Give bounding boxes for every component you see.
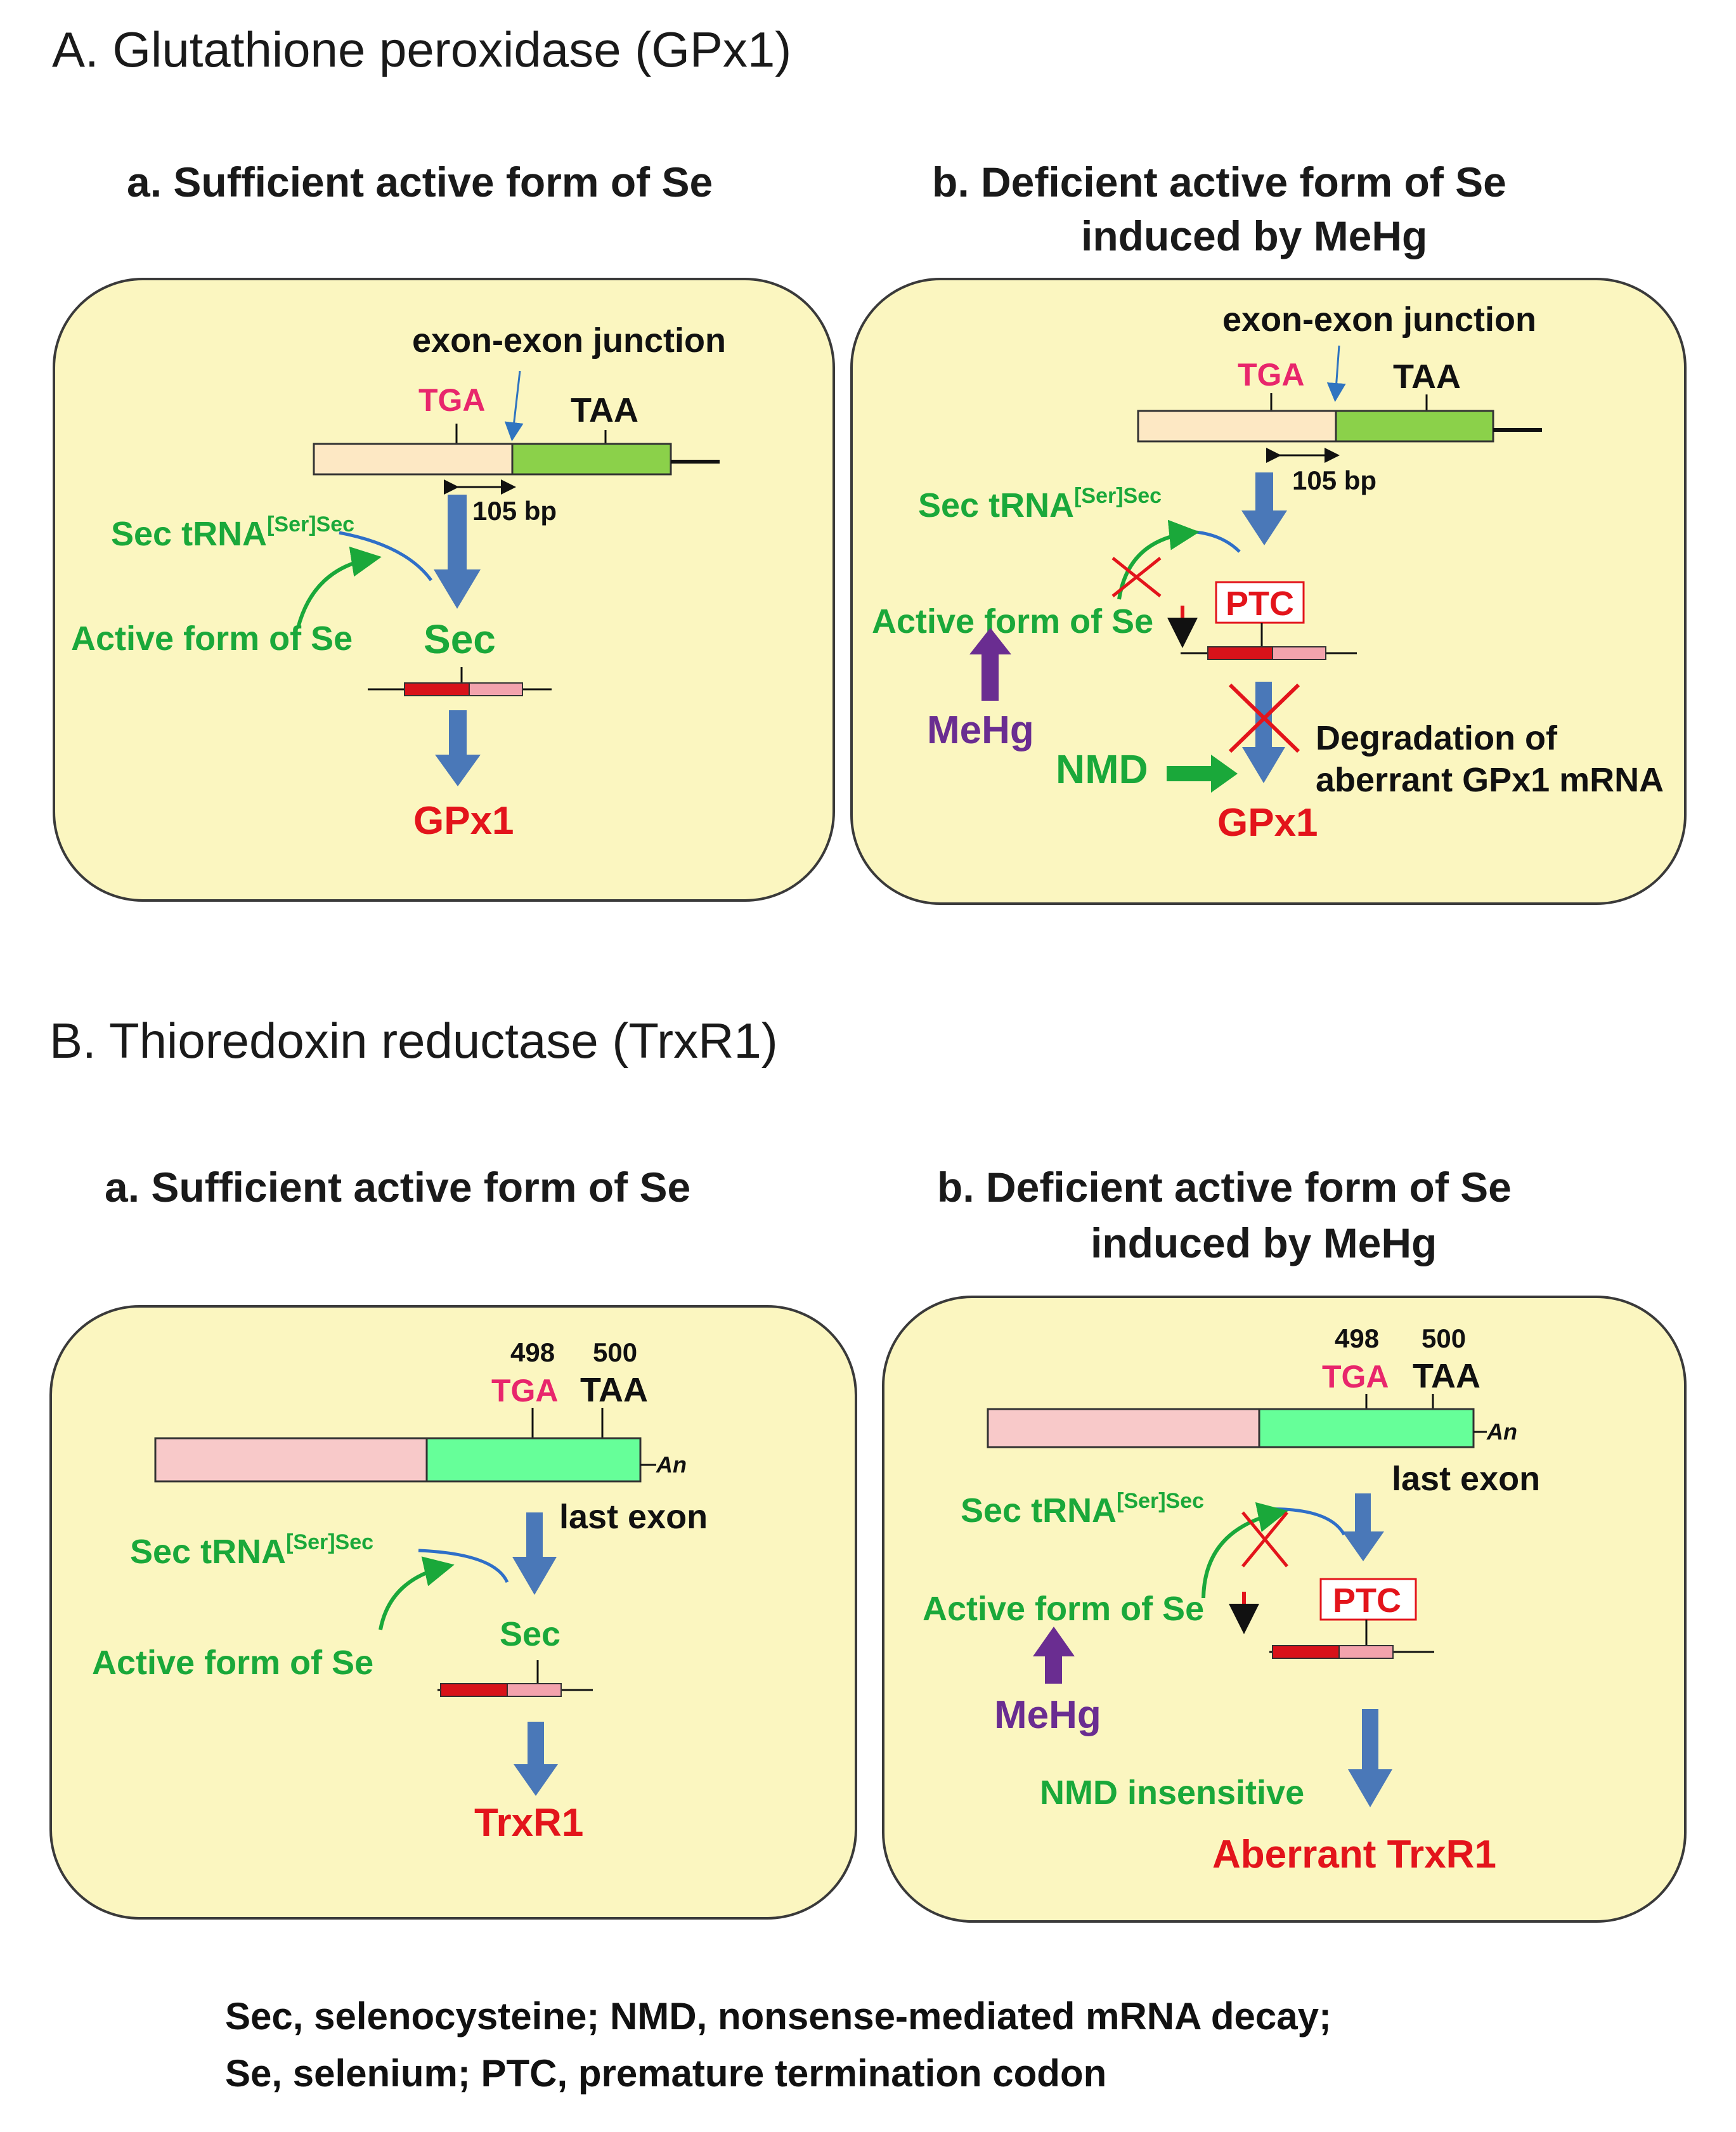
panel-ab-ptc: PTC bbox=[1226, 585, 1294, 623]
panel-aa-down-arrow-1 bbox=[434, 495, 481, 609]
panel-ab-exon1 bbox=[1137, 410, 1337, 443]
panel-aa-title: a. Sufficient active form of Se bbox=[127, 159, 713, 205]
panel-bb-pos498: 498 bbox=[1335, 1323, 1379, 1353]
panel-ab-title-line1: b. Deficient active form of Se bbox=[932, 159, 1506, 205]
panel-ab-bp-label: 105 bp bbox=[1292, 465, 1376, 495]
panel-ab-down-arrow-2 bbox=[1242, 682, 1285, 783]
panel-aa-mrna-pink bbox=[469, 682, 523, 696]
panel-ab-tga: TGA bbox=[1238, 357, 1305, 393]
panel-ab-exon2 bbox=[1335, 410, 1494, 443]
panel-ab-down-arrow-1 bbox=[1241, 472, 1287, 545]
panel-ab-sec-trna: Sec tRNA[Ser]Sec bbox=[918, 484, 1162, 524]
panel-aa-bp-label: 105 bp bbox=[472, 496, 557, 526]
panel-ba-polya: An bbox=[656, 1452, 687, 1478]
panel-bb-active-se: Active form of Se bbox=[923, 1590, 1204, 1628]
panel-aa-product: GPx1 bbox=[413, 799, 514, 843]
panel-bb bbox=[882, 1296, 1687, 1923]
panel-ba-tga: TGA bbox=[491, 1373, 559, 1408]
panel-aa-trna-curve bbox=[339, 531, 433, 582]
panel-ba-active-se: Active form of Se bbox=[92, 1644, 373, 1682]
panel-bb-down-arrow-2 bbox=[1348, 1709, 1392, 1807]
panel-ab-mehg-arrow bbox=[969, 628, 1011, 701]
panel-aa bbox=[53, 278, 835, 902]
panel-ab-se-arrow bbox=[1117, 519, 1200, 600]
panel-ba-pos500: 500 bbox=[593, 1337, 637, 1367]
panel-ba-pos498: 498 bbox=[510, 1337, 555, 1367]
panel-ab-mrna-pink bbox=[1272, 646, 1326, 660]
panel-bb-title-line1: b. Deficient active form of Se bbox=[937, 1164, 1512, 1211]
panel-ab-active-se: Active form of Se bbox=[872, 602, 1153, 640]
panel-ab-cross-2b bbox=[1228, 683, 1300, 753]
panel-bb-exon1 bbox=[987, 1408, 1260, 1448]
panel-aa-taa: TAA bbox=[571, 391, 638, 429]
panel-bb-taa: TAA bbox=[1413, 1357, 1480, 1395]
panel-bb-sec-trna: Sec tRNA[Ser]Sec bbox=[961, 1489, 1204, 1530]
panel-aa-junction-label: exon-exon junction bbox=[412, 322, 726, 360]
panel-bb-se-arrow bbox=[1202, 1502, 1288, 1599]
panel-bb-polya: An bbox=[1486, 1419, 1517, 1445]
panel-ba-last-exon: last exon bbox=[559, 1498, 708, 1536]
panel-ba-sec: Sec bbox=[500, 1615, 560, 1653]
panel-ab-taa: TAA bbox=[1393, 358, 1461, 396]
panel-ba-trna-curve bbox=[418, 1549, 509, 1583]
panel-aa-exon2 bbox=[511, 443, 672, 476]
panel-bb-mrna-pink bbox=[1338, 1645, 1394, 1659]
panel-aa-se-arrow bbox=[296, 546, 382, 628]
panel-ba-product: TrxR1 bbox=[474, 1801, 583, 1845]
panel-aa-tga: TGA bbox=[418, 382, 486, 418]
panel-ba-sec-trna: Sec tRNA[Ser]Sec bbox=[130, 1530, 373, 1571]
panel-aa-mrna-red bbox=[404, 682, 470, 696]
panel-bb-last-exon: last exon bbox=[1392, 1460, 1540, 1498]
panel-ba-down-arrow-2 bbox=[514, 1722, 558, 1796]
panel-ba-taa: TAA bbox=[580, 1371, 648, 1409]
panel-aa-active-se: Active form of Se bbox=[71, 620, 353, 658]
panel-ab-product: GPx1 bbox=[1217, 801, 1318, 845]
panel-ab-junction-label: exon-exon junction bbox=[1222, 301, 1536, 339]
panel-ba-title: a. Sufficient active form of Se bbox=[105, 1164, 690, 1211]
panel-aa-junction-arrow bbox=[504, 370, 524, 441]
panel-bb-mehg: MeHg bbox=[994, 1693, 1101, 1737]
panel-bb-down-arrow-1 bbox=[1342, 1493, 1384, 1561]
panel-ab-ptc-box bbox=[1215, 581, 1305, 624]
panel-ba-down-arrow-1 bbox=[512, 1512, 557, 1595]
panel-bb-mrna-red bbox=[1272, 1645, 1340, 1659]
panel-ba-se-arrow bbox=[379, 1556, 455, 1630]
panel-ab-mrna-red bbox=[1207, 646, 1273, 660]
panel-aa-down-arrow-2 bbox=[435, 710, 481, 786]
panel-ba-mrna-red bbox=[440, 1683, 508, 1697]
panel-bb-ptc: PTC bbox=[1333, 1582, 1401, 1620]
panel-bb-cross-b bbox=[1241, 1511, 1288, 1568]
panel-bb-product: Aberrant TrxR1 bbox=[1212, 1833, 1496, 1876]
panel-ba-last-exon-box bbox=[425, 1437, 642, 1483]
panel-bb-title-line2: induced by MeHg bbox=[1091, 1219, 1437, 1266]
panel-ab-nmd-arrow bbox=[1167, 755, 1238, 793]
panel-ab-cross-1b bbox=[1111, 557, 1162, 597]
panel-aa-sec-trna: Sec tRNA[Ser]Sec bbox=[111, 512, 354, 553]
panel-ba-exon1 bbox=[154, 1437, 428, 1483]
panel-aa-exon1 bbox=[313, 443, 514, 476]
panel-ba-mrna-pink bbox=[507, 1683, 562, 1697]
panel-ab-degradation-line2: aberrant GPx1 mRNA bbox=[1316, 761, 1664, 799]
section-a-title: A. Glutathione peroxidase (GPx1) bbox=[52, 22, 791, 77]
footer-line1: Sec, selenocysteine; NMD, nonsense-media… bbox=[225, 1995, 1331, 2038]
panel-ab-degradation-line1: Degradation of bbox=[1316, 719, 1558, 757]
panel-ab-title-line2: induced by MeHg bbox=[1081, 212, 1427, 259]
panel-aa-sec: Sec bbox=[424, 616, 496, 662]
panel-ab-mehg: MeHg bbox=[927, 708, 1034, 752]
panel-ab-junction-arrow bbox=[1326, 345, 1346, 402]
panel-ba bbox=[49, 1305, 857, 1920]
panel-ab-nmd: NMD bbox=[1056, 746, 1148, 792]
panel-bb-pos500: 500 bbox=[1422, 1323, 1466, 1353]
panel-bb-nmd-insensitive: NMD insensitive bbox=[1040, 1774, 1304, 1812]
panel-bb-last-exon-box bbox=[1258, 1408, 1475, 1448]
section-b-title: B. Thioredoxin reductase (TrxR1) bbox=[49, 1013, 778, 1069]
footer-line2: Se, selenium; PTC, premature termination… bbox=[225, 2052, 1106, 2095]
panel-bb-mehg-arrow bbox=[1033, 1627, 1075, 1684]
panel-bb-ptc-box bbox=[1319, 1578, 1417, 1621]
panel-bb-tga: TGA bbox=[1322, 1359, 1389, 1394]
